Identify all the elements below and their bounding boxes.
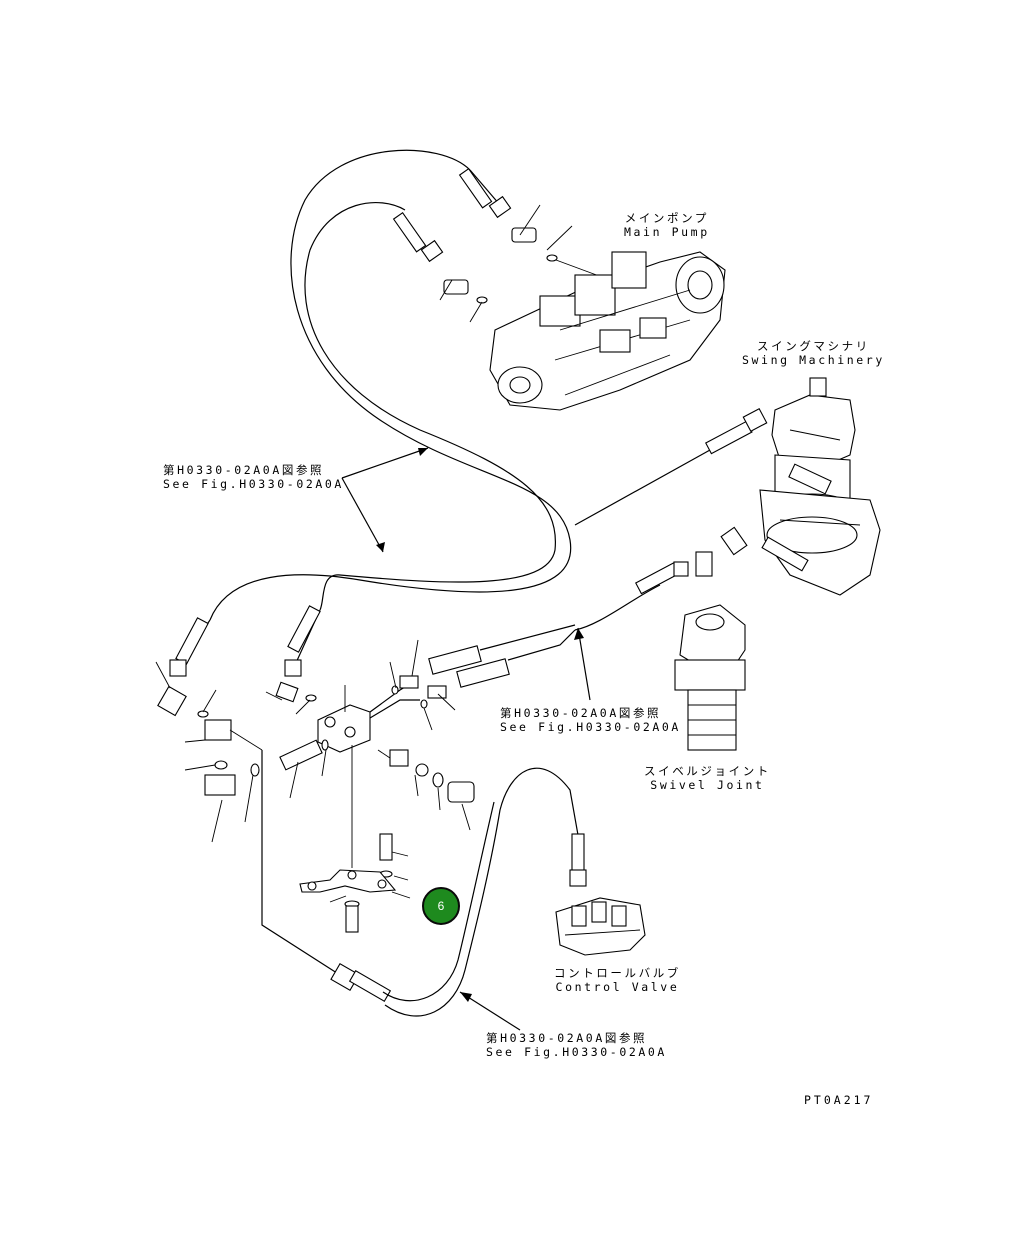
reference-label-top: 第H0330-02A0A図参照 See Fig.H0330-02A0A [163, 463, 344, 491]
reference-label-middle-jp: 第H0330-02A0A図参照 [500, 706, 662, 720]
swivel-joint-label-en: Swivel Joint [650, 778, 765, 792]
swing-machinery-label-jp: スイングマシナリ [757, 339, 870, 353]
reference-label-bottom-jp: 第H0330-02A0A図参照 [486, 1031, 648, 1045]
part-callout-6[interactable]: 6 [422, 887, 460, 925]
swing-fittings [574, 526, 809, 631]
reference-label-middle: 第H0330-02A0A図参照 See Fig.H0330-02A0A [500, 706, 681, 734]
drawing-code: PT0A217 [804, 1093, 874, 1107]
manifold-assembly [155, 605, 576, 843]
swivel-joint-label-jp: スイベルジョイント [644, 764, 771, 778]
main-pump-label: メインポンプ Main Pump [624, 211, 710, 239]
reference-label-top-jp: 第H0330-02A0A図参照 [163, 463, 325, 477]
pump-hose-fittings [392, 167, 611, 323]
control-valve-label: コントロールバルブ Control Valve [554, 966, 681, 994]
swing-line [574, 407, 768, 526]
swing-machinery-illustration [759, 377, 881, 596]
control-valve-label-en: Control Valve [555, 980, 680, 994]
control-valve-label-jp: コントロールバルブ [554, 966, 681, 980]
reference-label-middle-en: See Fig.H0330-02A0A [500, 720, 681, 734]
main-pump-label-en: Main Pump [624, 225, 710, 239]
main-pump-label-jp: メインポンプ [624, 211, 709, 225]
reference-label-bottom: 第H0330-02A0A図参照 See Fig.H0330-02A0A [486, 1031, 667, 1059]
hose-lower [261, 750, 587, 1017]
control-valve-illustration [555, 897, 646, 956]
swing-machinery-label: スイングマシナリ Swing Machinery [742, 339, 885, 367]
hose-loop-upper [209, 149, 572, 621]
swivel-joint-illustration [674, 604, 746, 751]
swing-machinery-label-en: Swing Machinery [742, 353, 885, 367]
reference-arrows [341, 447, 591, 1031]
bracket-assembly [299, 745, 411, 933]
reference-label-bottom-en: See Fig.H0330-02A0A [486, 1045, 667, 1059]
reference-label-top-en: See Fig.H0330-02A0A [163, 477, 344, 491]
main-pump-illustration [489, 251, 726, 411]
swivel-joint-label: スイベルジョイント Swivel Joint [644, 764, 771, 792]
